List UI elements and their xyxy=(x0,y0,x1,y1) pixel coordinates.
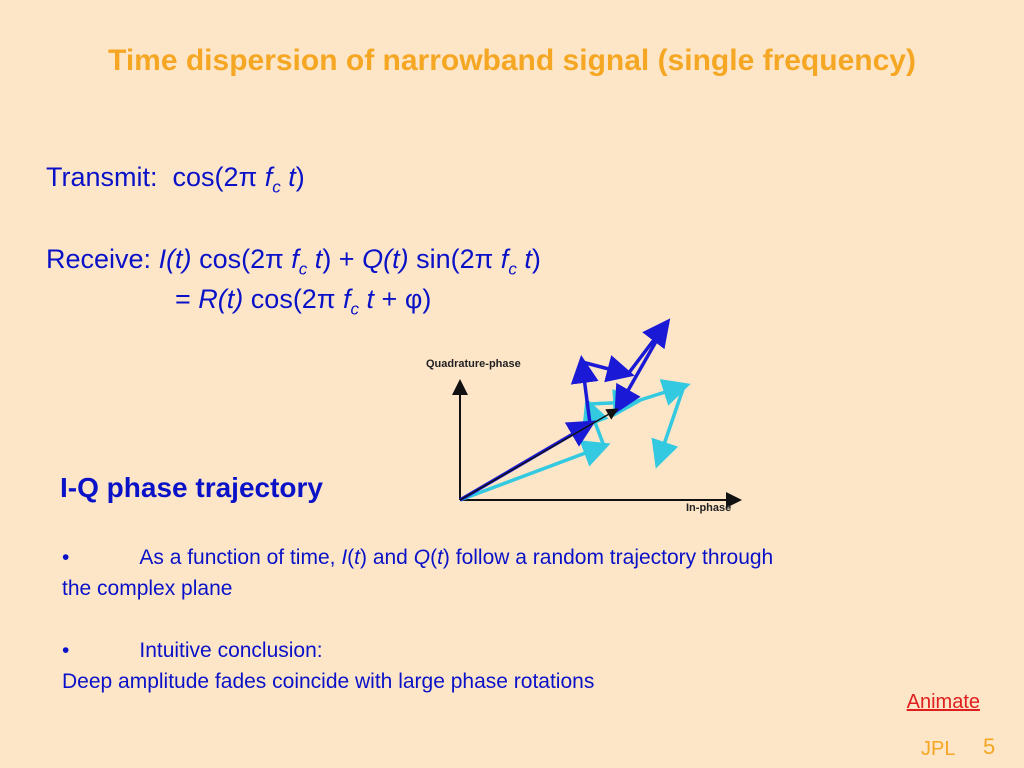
receive-cos: cos(2 xyxy=(199,244,266,274)
x-axis-label: In-phase xyxy=(686,502,731,514)
equal-cos: cos(2 xyxy=(250,284,317,314)
time-t: t xyxy=(314,244,323,274)
bullet-1-continuation: the complex plane xyxy=(62,577,233,600)
time-t: t xyxy=(366,284,375,314)
pi-symbol: π xyxy=(265,244,284,274)
pi-symbol: π xyxy=(238,162,258,192)
amplitude-phase-equation: = R(t) cos(2π fc t + φ) xyxy=(175,284,431,319)
freq-f: f xyxy=(500,244,509,274)
bullet-1: •As a function of time, I(t) and Q(t) fo… xyxy=(62,546,774,569)
blue-trajectory xyxy=(459,318,671,502)
bullet-1-t2: t xyxy=(437,546,443,569)
equals-sign: = xyxy=(175,284,191,314)
quadrature-term: Q(t) xyxy=(362,244,409,274)
bullet-2-text: Intuitive conclusion: xyxy=(139,639,323,662)
bullet-2-continuation: Deep amplitude fades coincide with large… xyxy=(62,670,595,693)
transmit-cos: cos(2 xyxy=(172,162,239,192)
bullet-marker: • xyxy=(62,639,70,662)
pi-symbol: π xyxy=(316,284,336,314)
freq-f: f xyxy=(264,162,273,192)
animate-link[interactable]: Animate xyxy=(906,691,980,713)
freq-sub-c: c xyxy=(508,259,517,279)
phi-symbol: φ xyxy=(404,284,423,314)
close-paren: ) xyxy=(531,244,541,274)
footer-org: JPL xyxy=(921,738,956,760)
freq-sub-c: c xyxy=(272,177,281,197)
receive-label: Receive: xyxy=(46,244,152,274)
time-t: t xyxy=(288,162,296,192)
transmit-equation: Transmit: cos(2π fc t) xyxy=(46,162,305,197)
cyan-trajectory xyxy=(459,379,691,502)
iq-trajectory-diagram: Quadrature-phase In-phase xyxy=(426,318,742,514)
transmit-label: Transmit: xyxy=(46,162,158,192)
envelope-term: R(t) xyxy=(198,284,244,314)
bullet-marker: • xyxy=(62,546,70,569)
bullet-1-post: follow a random trajectory through xyxy=(455,546,774,569)
time-t: t xyxy=(524,244,532,274)
freq-f: f xyxy=(291,244,299,274)
receive-sin: sin(2 xyxy=(416,244,475,274)
close-paren: ) xyxy=(295,162,305,192)
bullet-1-and: and xyxy=(372,546,408,569)
slide-title: Time dispersion of narrowband signal (si… xyxy=(108,44,916,77)
freq-f: f xyxy=(342,284,351,314)
bullet-1-pre: As a function of time, xyxy=(139,546,336,569)
plus-sign: + xyxy=(381,284,398,314)
pi-symbol: π xyxy=(474,244,494,274)
section-heading: I-Q phase trajectory xyxy=(60,472,323,503)
receive-equation: Receive: I(t) cos(2π fc t) + Q(t) sin(2π… xyxy=(46,244,541,279)
bullet-1-t1: t xyxy=(354,546,360,569)
in-phase-term: I(t) xyxy=(158,244,192,274)
y-axis-label: Quadrature-phase xyxy=(426,358,521,370)
bullet-2: • Intuitive conclusion: xyxy=(62,639,323,663)
freq-sub-c: c xyxy=(298,259,308,279)
close-paren: ) xyxy=(422,284,432,314)
page-number: 5 xyxy=(983,734,996,759)
close-paren-plus: ) + xyxy=(322,244,355,274)
bullet-1-I: I xyxy=(341,546,348,569)
freq-sub-c: c xyxy=(350,299,360,319)
resultant-vector xyxy=(459,408,619,501)
bullet-1-Q: Q xyxy=(413,546,431,569)
